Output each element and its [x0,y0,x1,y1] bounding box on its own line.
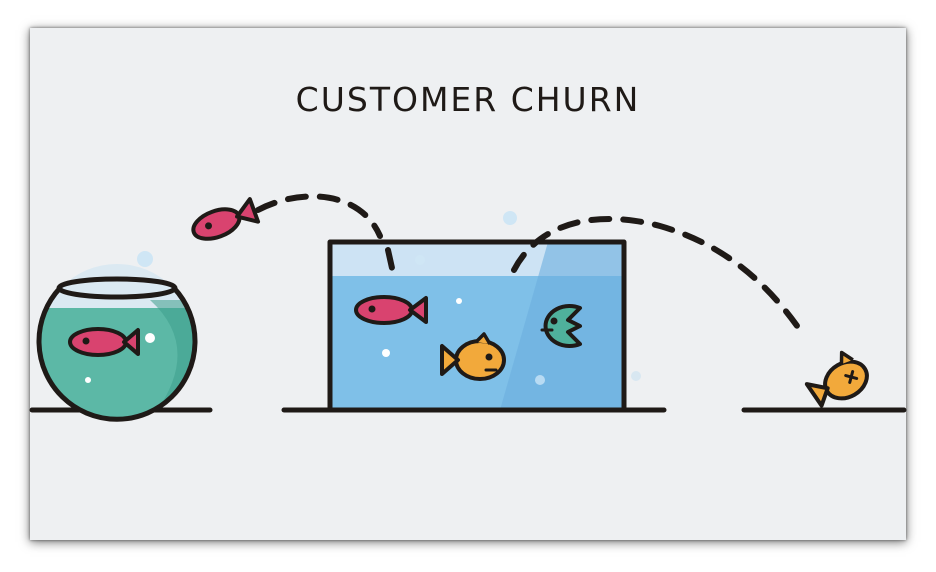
jump-arc-left-tail [385,247,395,271]
bubble [137,251,153,267]
bubble [85,377,91,383]
bubble [145,333,155,343]
orange-fish-icon [440,332,506,381]
bubble [382,349,390,357]
bubble [415,255,425,265]
pink-fish-icon [354,295,428,325]
page-title: CUSTOMER CHURN [295,80,641,119]
dead-fish-icon [804,350,869,408]
pink-fish-icon [68,327,140,357]
jump-arc-right [511,215,803,333]
bubble [456,298,462,304]
jump-arc-path [255,193,803,333]
bubble [535,375,545,385]
bubble [503,211,517,225]
bubble [631,371,641,381]
pink-fish-icon [191,197,261,241]
green-fish-icon [540,304,582,348]
jump-arc-left [255,193,383,239]
